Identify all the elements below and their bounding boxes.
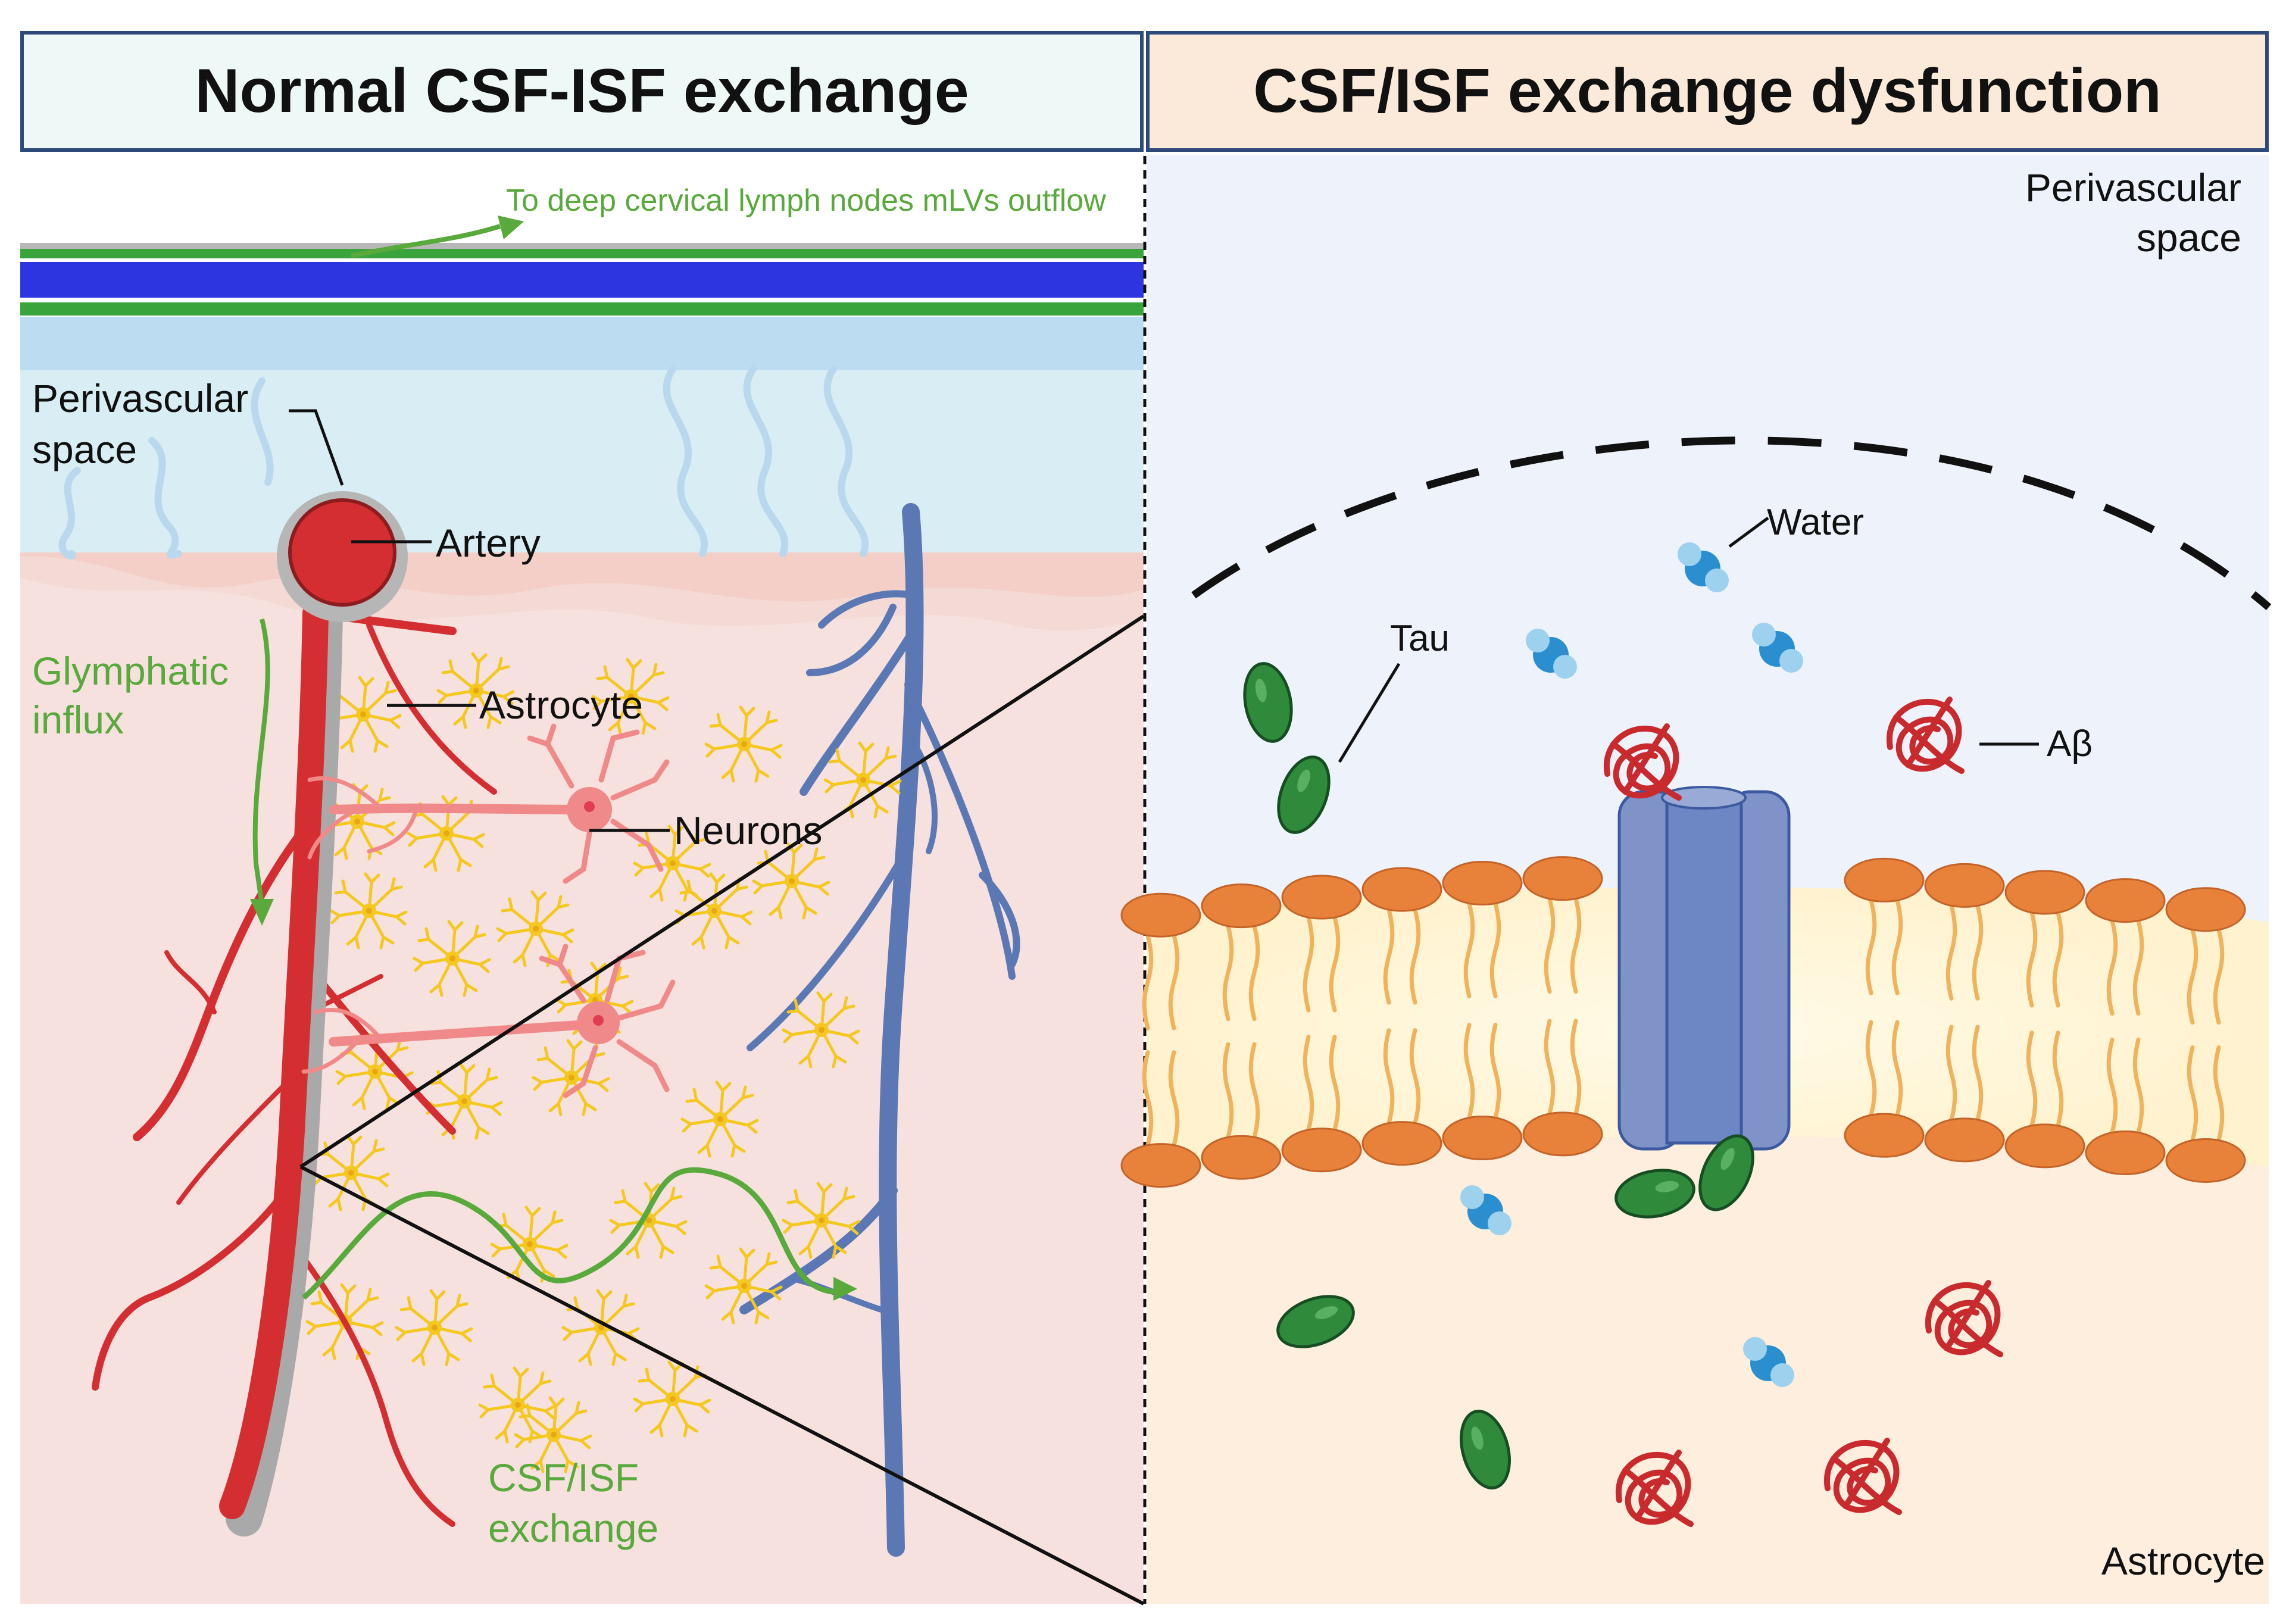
artery-trunk: [219, 600, 329, 1519]
outflow-arrow: [351, 224, 501, 258]
label-perivascular-right-1: Perivascular: [2025, 165, 2241, 210]
label-glymphatic-2: influx: [32, 698, 124, 742]
exchange-arrow: [302, 1167, 836, 1300]
neuron-lower: [301, 944, 676, 1098]
left-panel: [20, 155, 1145, 1606]
label-perivascular-left-1: Perivascular: [32, 376, 248, 420]
label-perivascular-right-2: space: [2137, 216, 2241, 260]
label-perivascular-left-2: space: [32, 427, 137, 471]
label-neurons: Neurons: [674, 808, 822, 852]
left-panel-title: Normal CSF-ISF exchange: [20, 31, 1144, 152]
label-tau: Tau: [1390, 618, 1450, 659]
label-glymphatic-1: Glymphatic: [32, 649, 229, 693]
label-astrocyte-left: Astrocyte: [479, 683, 643, 727]
aquaporin-channel: [1617, 786, 1791, 1151]
label-exchange-1: CSF/ISF: [488, 1456, 639, 1500]
labels: To deep cervical lymph nodes mLVs outflo…: [32, 165, 2265, 1583]
artery-cross-section: [288, 498, 396, 607]
perivascular-boundary-arc: [1191, 436, 2272, 610]
label-astrocyte-right: Astrocyte: [2101, 1539, 2265, 1583]
right-panel-title: CSF/ISF exchange dysfunction: [1146, 31, 2269, 152]
zoom-line-top: [299, 614, 1145, 1169]
right-panel: [1120, 155, 2272, 1604]
label-artery: Artery: [436, 521, 541, 565]
meningeal-squiggles: [58, 366, 869, 560]
label-abeta: Aβ: [2047, 723, 2093, 764]
label-exchange-2: exchange: [488, 1506, 658, 1550]
zoom-line-bottom: [299, 1165, 1145, 1606]
label-outflow: To deep cervical lymph nodes mLVs outflo…: [506, 183, 1106, 218]
neuron-upper: [307, 723, 670, 884]
glymphatic-influx-arrow: [252, 619, 270, 905]
label-water: Water: [1767, 502, 1864, 543]
